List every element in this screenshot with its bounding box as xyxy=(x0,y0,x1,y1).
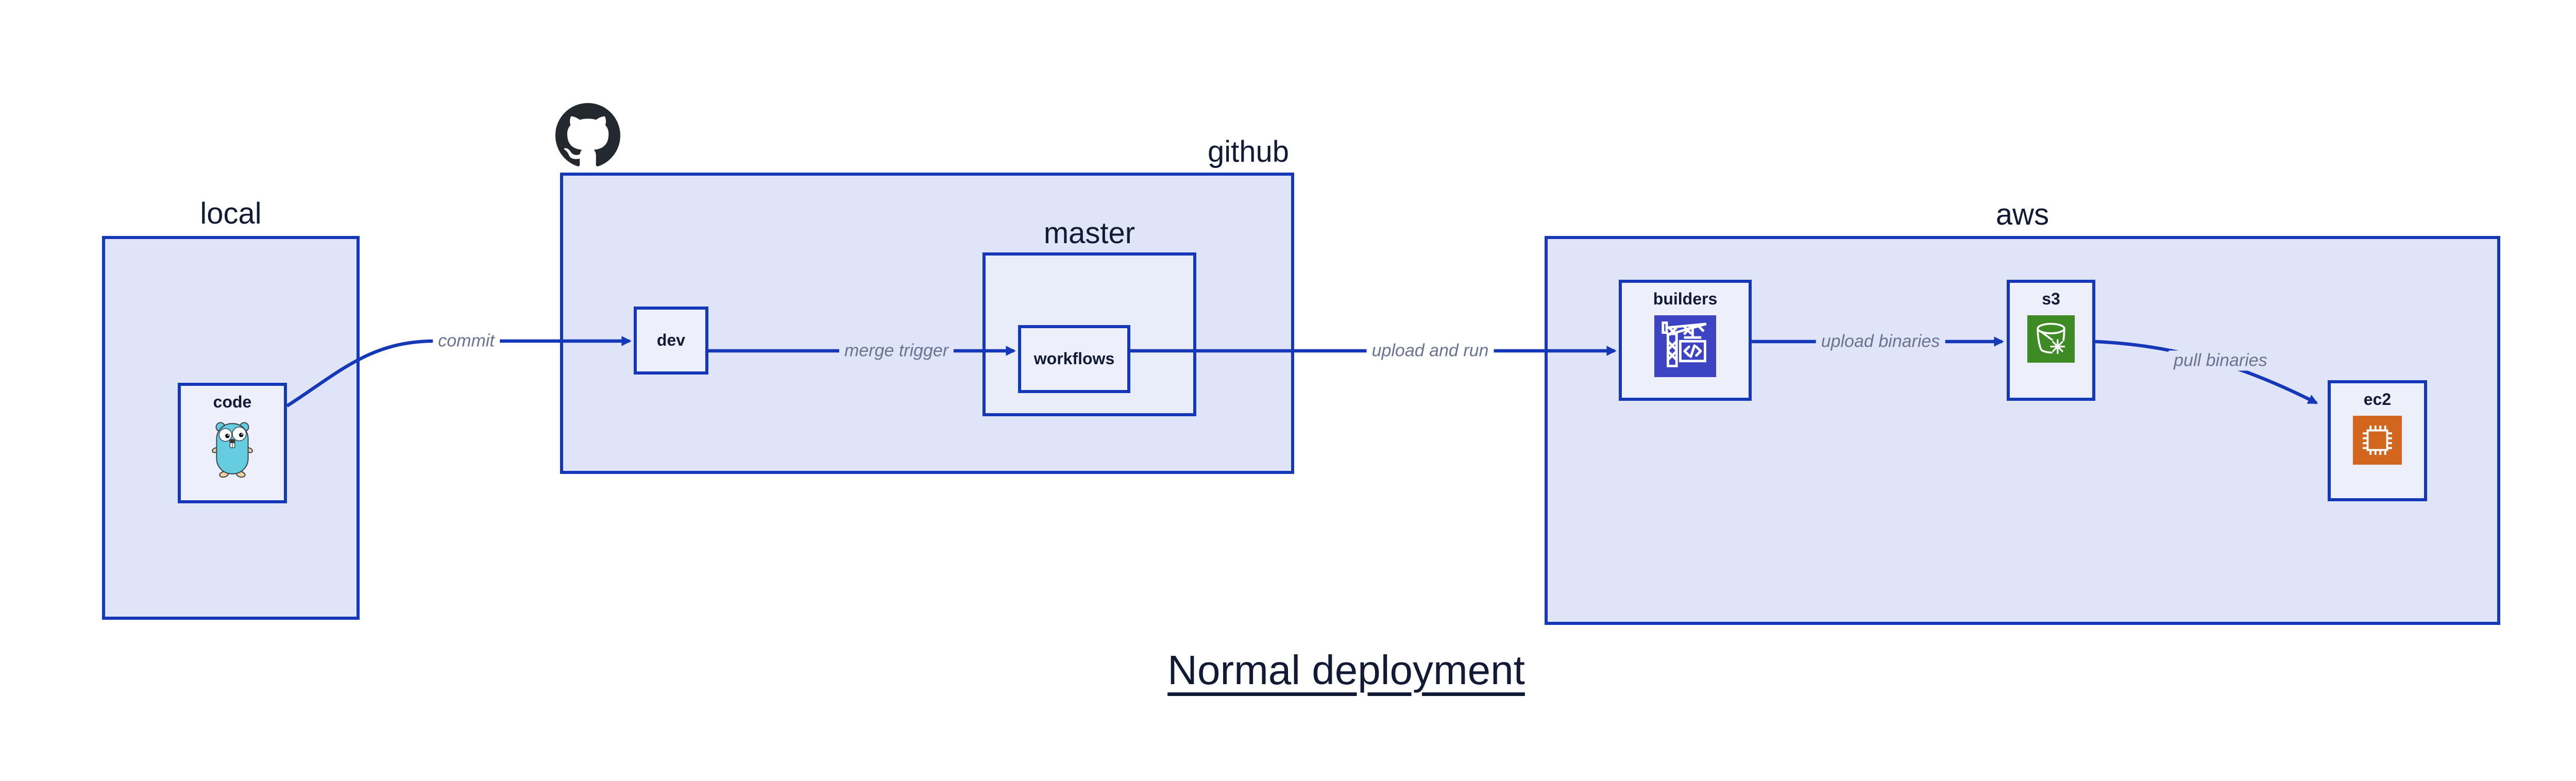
go-gopher-icon xyxy=(210,418,255,479)
edge-upload-and-run-label: upload and run xyxy=(1366,341,1494,361)
node-workflows-label: workflows xyxy=(1033,349,1115,368)
edge-upload-binaries-label: upload binaries xyxy=(1816,331,1945,352)
container-github-label: github xyxy=(1207,135,1289,168)
node-ec2-label: ec2 xyxy=(2363,390,2392,409)
node-builders-label: builders xyxy=(1653,290,1718,308)
node-dev: dev xyxy=(634,307,708,375)
node-dev-label: dev xyxy=(656,331,686,350)
container-local-label: local xyxy=(200,197,262,230)
node-builders: builders xyxy=(1619,280,1752,401)
edge-merge-trigger-label: merge trigger xyxy=(839,341,954,361)
edge-pull-binaries-label: pull binaries xyxy=(2168,350,2273,371)
edge-commit-label: commit xyxy=(433,331,500,351)
node-workflows: workflows xyxy=(1018,325,1130,393)
node-s3: s3 xyxy=(2007,280,2095,401)
diagram-title: Normal deployment xyxy=(1167,647,1525,693)
node-ec2: ec2 xyxy=(2328,380,2427,501)
node-code: code xyxy=(178,383,287,503)
aws-ec2-chip-icon xyxy=(2353,416,2402,465)
container-master-label: master xyxy=(1043,216,1136,250)
github-octocat-logo-icon xyxy=(555,103,620,168)
container-aws-label: aws xyxy=(1995,198,2049,231)
node-s3-label: s3 xyxy=(2042,290,2060,308)
aws-codebuild-crane-icon xyxy=(1654,315,1716,378)
aws-s3-glacier-bucket-icon xyxy=(2027,315,2075,363)
node-code-label: code xyxy=(213,393,252,411)
